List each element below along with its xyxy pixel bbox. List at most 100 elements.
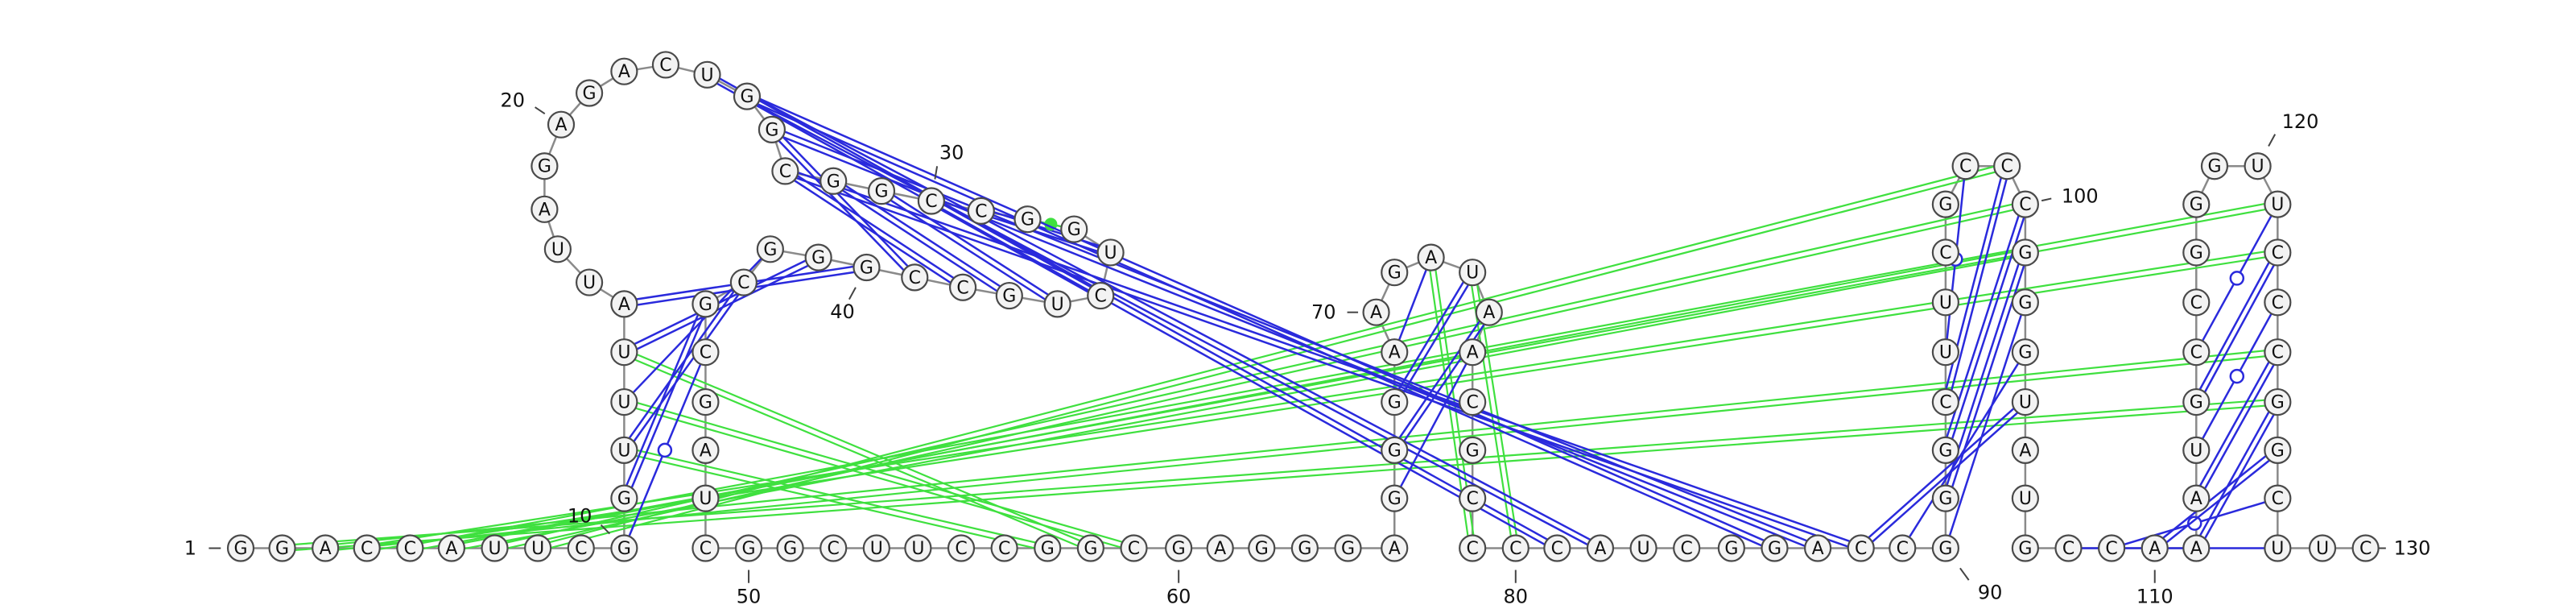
svg-text:G: G xyxy=(765,120,778,140)
nucleotide-38: C xyxy=(948,273,977,301)
base-pair-line xyxy=(2193,400,2277,548)
nucleotide-75: A xyxy=(1459,338,1487,367)
nucleotide-7: U xyxy=(481,534,509,562)
nucleotide-1: G xyxy=(226,534,255,562)
position-label-70: 70 xyxy=(1311,301,1336,324)
tertiary-interaction-line xyxy=(625,398,1135,547)
nucleotide-44: G xyxy=(691,290,720,318)
svg-text:A: A xyxy=(539,200,551,220)
svg-text:U: U xyxy=(583,273,596,293)
nucleotide-94: U xyxy=(1931,338,1959,367)
base-pair-line xyxy=(2193,251,2277,401)
nucleotide-60: G xyxy=(1165,534,1193,562)
nucleotide-58: G xyxy=(1076,534,1104,562)
nucleotide-37: G xyxy=(995,281,1023,310)
base-pair-line xyxy=(1393,257,1432,353)
nucleotide-79: C xyxy=(1459,534,1487,562)
svg-text:G: G xyxy=(2207,157,2221,177)
svg-text:U: U xyxy=(2316,539,2329,559)
svg-text:A: A xyxy=(2149,539,2161,559)
nucleotide-6: A xyxy=(437,534,466,562)
svg-text:C: C xyxy=(404,539,416,559)
svg-text:C: C xyxy=(2272,489,2284,509)
svg-text:A: A xyxy=(1483,303,1495,323)
base-pair-line xyxy=(1391,310,1488,450)
base-pair-line xyxy=(786,168,965,286)
base-pair-line xyxy=(831,182,1009,300)
nucleotide-89: C xyxy=(1889,534,1917,562)
nucleotide-122: C xyxy=(2264,238,2292,267)
position-label-90: 90 xyxy=(1978,582,2003,604)
nucleotide-98: C xyxy=(1951,152,1979,180)
position-label-40: 40 xyxy=(830,300,855,323)
tertiary-interaction-line xyxy=(623,452,1047,553)
nucleotide-121: U xyxy=(2264,190,2292,218)
svg-text:G: G xyxy=(2271,393,2285,413)
nucleotide-114: G xyxy=(2182,387,2211,416)
nucleotide-9: C xyxy=(567,534,595,562)
base-pair-line xyxy=(748,93,1603,547)
svg-text:U: U xyxy=(1637,539,1650,559)
nucleotide-32: G xyxy=(1013,205,1042,234)
svg-text:C: C xyxy=(1897,539,1909,559)
svg-text:G: G xyxy=(2018,343,2032,363)
nucleotide-128: U xyxy=(2264,534,2292,562)
svg-text:G: G xyxy=(1388,441,1402,461)
svg-text:U: U xyxy=(2252,157,2264,177)
svg-text:G: G xyxy=(827,172,840,192)
svg-text:A: A xyxy=(1594,539,1606,559)
svg-text:A: A xyxy=(618,295,630,315)
nucleotide-51: G xyxy=(776,534,804,562)
svg-text:G: G xyxy=(1768,539,1781,559)
base-pair-line xyxy=(1393,351,1474,499)
base-pair-line xyxy=(2193,350,2277,498)
svg-text:C: C xyxy=(700,539,712,559)
svg-text:C: C xyxy=(2001,157,2013,177)
nucleotide-88: C xyxy=(1847,534,1875,562)
svg-text:U: U xyxy=(488,539,501,559)
nucleotide-115: C xyxy=(2182,338,2211,367)
tertiary-interaction-line xyxy=(625,348,1092,547)
svg-text:C: C xyxy=(779,162,791,182)
long-range-pair-line xyxy=(783,172,1860,553)
base-pair-line xyxy=(782,172,962,291)
svg-text:C: C xyxy=(998,539,1010,559)
svg-text:G: G xyxy=(1067,220,1081,240)
nucleotide-85: G xyxy=(1717,534,1745,562)
svg-text:G: G xyxy=(1724,539,1738,559)
position-label-80: 80 xyxy=(1504,586,1529,608)
nucleotide-5: C xyxy=(396,534,424,562)
tertiary-interaction-line xyxy=(282,404,2278,553)
nucleotide-68: G xyxy=(1381,387,1409,416)
svg-text:G: G xyxy=(1938,441,1952,461)
svg-text:G: G xyxy=(617,539,631,559)
base-pair-line xyxy=(625,259,820,356)
nucleotide-117: G xyxy=(2182,238,2211,267)
nucleotide-30: C xyxy=(917,187,945,215)
nucleotide-34: U xyxy=(1096,238,1125,267)
nucleotide-62: G xyxy=(1248,534,1276,562)
nucleotide-57: G xyxy=(1034,534,1062,562)
base-pair-line xyxy=(625,304,709,500)
svg-text:G: G xyxy=(783,539,797,559)
nucleotide-24: U xyxy=(693,60,721,89)
svg-text:A: A xyxy=(1370,303,1382,323)
nucleotide-118: G xyxy=(2182,190,2211,218)
nucleotide-106: U xyxy=(2011,484,2039,512)
base-pair-line xyxy=(2198,253,2281,404)
base-pair-line xyxy=(773,126,918,276)
nucleotide-104: U xyxy=(2011,387,2039,416)
nucleotide-23: C xyxy=(651,51,680,79)
nucleotide-52: C xyxy=(819,534,848,562)
svg-text:U: U xyxy=(700,65,713,85)
position-tick xyxy=(934,166,939,180)
position-tick xyxy=(600,524,611,535)
svg-text:C: C xyxy=(1509,539,1521,559)
svg-text:G: G xyxy=(617,489,631,509)
position-label-1: 1 xyxy=(184,537,196,560)
svg-text:C: C xyxy=(975,201,987,222)
svg-text:G: G xyxy=(860,259,873,279)
nucleotide-105: A xyxy=(2011,436,2039,464)
nucleotide-92: G xyxy=(1931,436,1959,464)
svg-text:A: A xyxy=(1812,539,1824,559)
